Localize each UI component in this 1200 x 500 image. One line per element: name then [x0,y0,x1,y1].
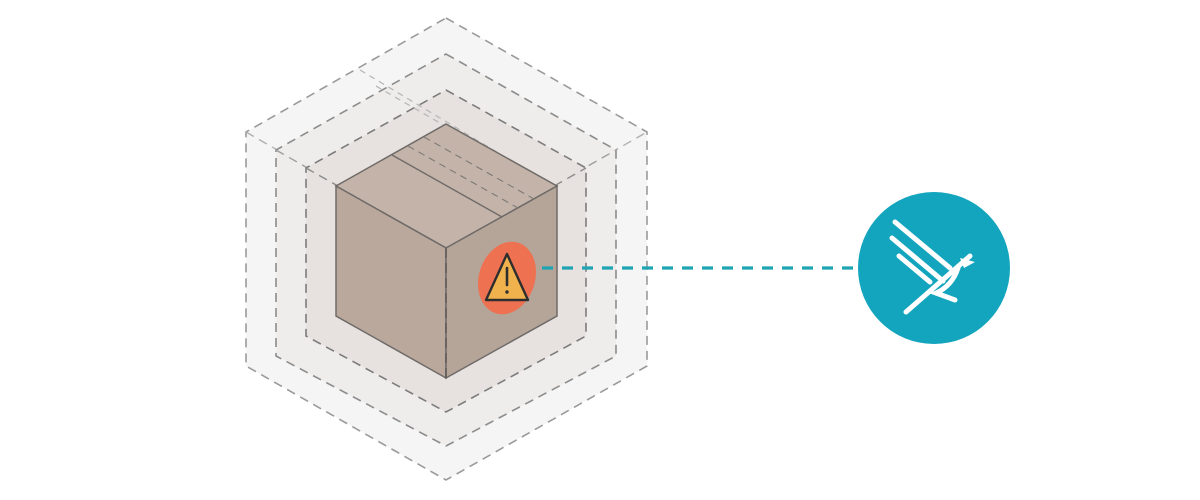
bird-logo-icon [858,192,1010,344]
warning-triangle-icon [478,241,536,315]
